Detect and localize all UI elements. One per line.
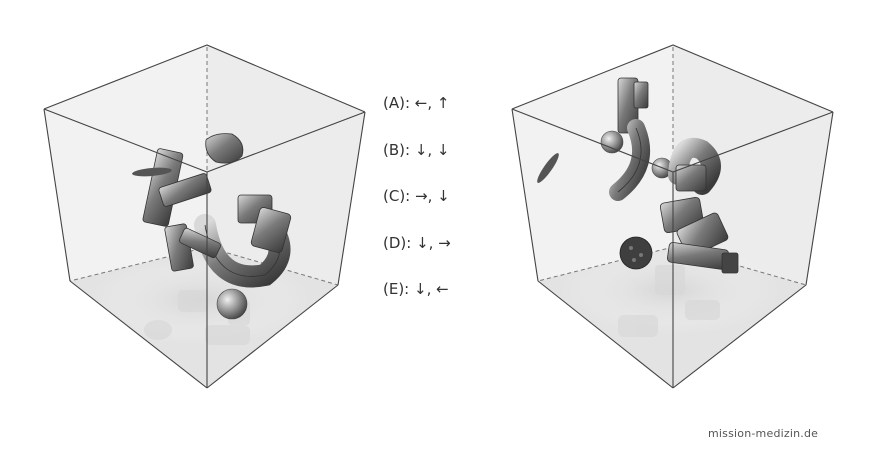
option-a[interactable]: (A): ←, ↑ — [383, 94, 450, 112]
left-cube-objects — [132, 133, 292, 320]
left-cube-back-right-face — [207, 45, 365, 285]
answer-options: (A): ←, ↑ (B): ↓, ↓ (C): →, ↓ (D): ↓, → … — [383, 93, 503, 326]
option-e[interactable]: (E): ↓, ← — [383, 280, 449, 298]
option-b[interactable]: (B): ↓, ↓ — [383, 140, 450, 159]
option-d[interactable]: (D): ↓, → — [383, 233, 451, 252]
option-c[interactable]: (C): →, ↓ — [383, 187, 450, 205]
left-cube — [43, 44, 366, 389]
right-cube — [511, 44, 834, 389]
right-cube-objects — [537, 77, 739, 274]
right-cube-reflection — [618, 265, 720, 337]
watermark: mission-medizin.de — [708, 427, 819, 440]
left-cube-visible-edges — [43, 44, 366, 389]
right-cube-visible-edges — [511, 44, 834, 389]
